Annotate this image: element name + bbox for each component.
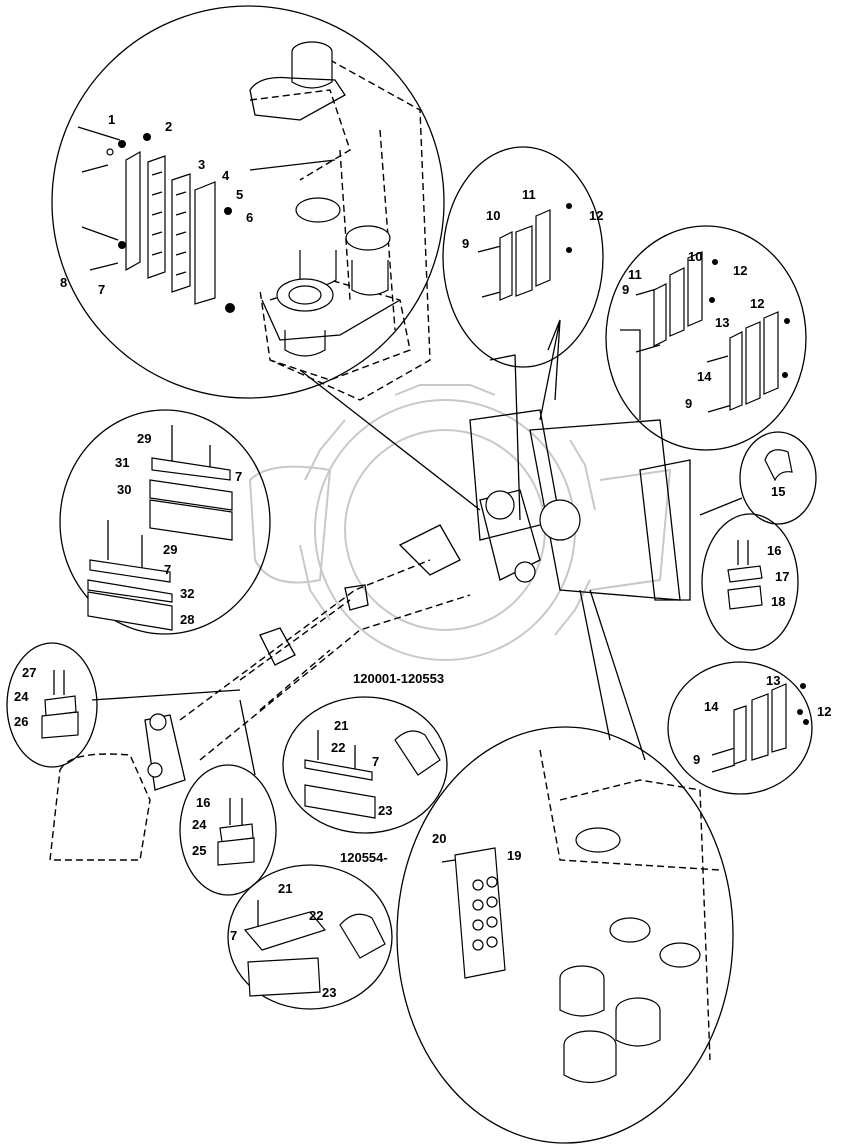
detail-circle-clamp-lower-left [179, 699, 277, 896]
callout-14: 14 [704, 699, 719, 714]
callout-26: 26 [14, 714, 28, 729]
callout-22: 22 [309, 908, 323, 923]
callout-19: 19 [507, 848, 521, 863]
callout-20: 20 [432, 831, 446, 846]
watermark-gear-logo [248, 384, 672, 661]
callout-11: 11 [628, 267, 642, 282]
detail-circle-clamp-right-lower [667, 661, 813, 795]
callout-9: 9 [685, 396, 692, 411]
callout-8: 8 [60, 275, 67, 290]
callout-11: 11 [522, 187, 536, 202]
callout-7: 7 [98, 282, 105, 297]
callout-15: 15 [771, 484, 785, 499]
callout-7: 7 [230, 928, 237, 943]
callout-1: 1 [108, 112, 115, 127]
callout-29: 29 [137, 431, 151, 446]
callout-31: 31 [115, 455, 129, 470]
callout-13: 13 [766, 673, 780, 688]
callout-12: 12 [733, 263, 747, 278]
callout-23: 23 [322, 985, 336, 1000]
callout-22: 22 [331, 740, 345, 755]
callout-10: 10 [486, 208, 500, 223]
callout-24: 24 [192, 817, 207, 832]
serial-range-upper: 120001-120553 [353, 671, 444, 686]
detail-circle-3 [605, 225, 807, 451]
callout-7: 7 [164, 562, 171, 577]
detail-circle-valve-block [396, 726, 734, 1144]
callout-labels: 1 2 3 4 5 6 7 8 9 10 11 12 9 10 11 12 12… [14, 112, 831, 1000]
callout-16: 16 [767, 543, 781, 558]
callout-7: 7 [235, 469, 242, 484]
callout-7: 7 [372, 754, 379, 769]
detail-circle-clamp-middle-lower [227, 864, 393, 1010]
callout-12: 12 [750, 296, 764, 311]
callout-18: 18 [771, 594, 785, 609]
detail-circle-clamp-right [701, 513, 799, 651]
leader-line [249, 159, 336, 171]
callout-4: 4 [222, 168, 230, 183]
callout-23: 23 [378, 803, 392, 818]
detail-circle-clamp-left [59, 409, 271, 635]
callout-21: 21 [278, 881, 292, 896]
callout-29: 29 [163, 542, 177, 557]
detail-circle-1 [51, 5, 445, 401]
callout-32: 32 [180, 586, 194, 601]
callout-2: 2 [165, 119, 172, 134]
callout-28: 28 [180, 612, 194, 627]
detail-circle-clamp-middle [282, 696, 448, 834]
callout-21: 21 [334, 718, 348, 733]
callout-9: 9 [462, 236, 469, 251]
detail-circle-2 [442, 146, 604, 421]
excavator-boom-assembly [49, 329, 691, 861]
callout-30: 30 [117, 482, 131, 497]
callout-24: 24 [14, 689, 29, 704]
callout-12: 12 [817, 704, 831, 719]
callout-17: 17 [775, 569, 789, 584]
callout-10: 10 [688, 249, 702, 264]
serial-range-lower: 120554- [340, 850, 388, 865]
detail-circle-elbow [699, 431, 817, 525]
callout-5: 5 [236, 187, 243, 202]
callout-3: 3 [198, 157, 205, 172]
callout-25: 25 [192, 843, 206, 858]
callout-14: 14 [697, 369, 712, 384]
callout-6: 6 [246, 210, 253, 225]
callout-13: 13 [715, 315, 729, 330]
callout-9: 9 [622, 282, 629, 297]
callout-27: 27 [22, 665, 36, 680]
detail-circle-clamp-far-left [6, 642, 241, 768]
callout-9: 9 [693, 752, 700, 767]
callout-12: 12 [589, 208, 603, 223]
callout-16: 16 [196, 795, 210, 810]
